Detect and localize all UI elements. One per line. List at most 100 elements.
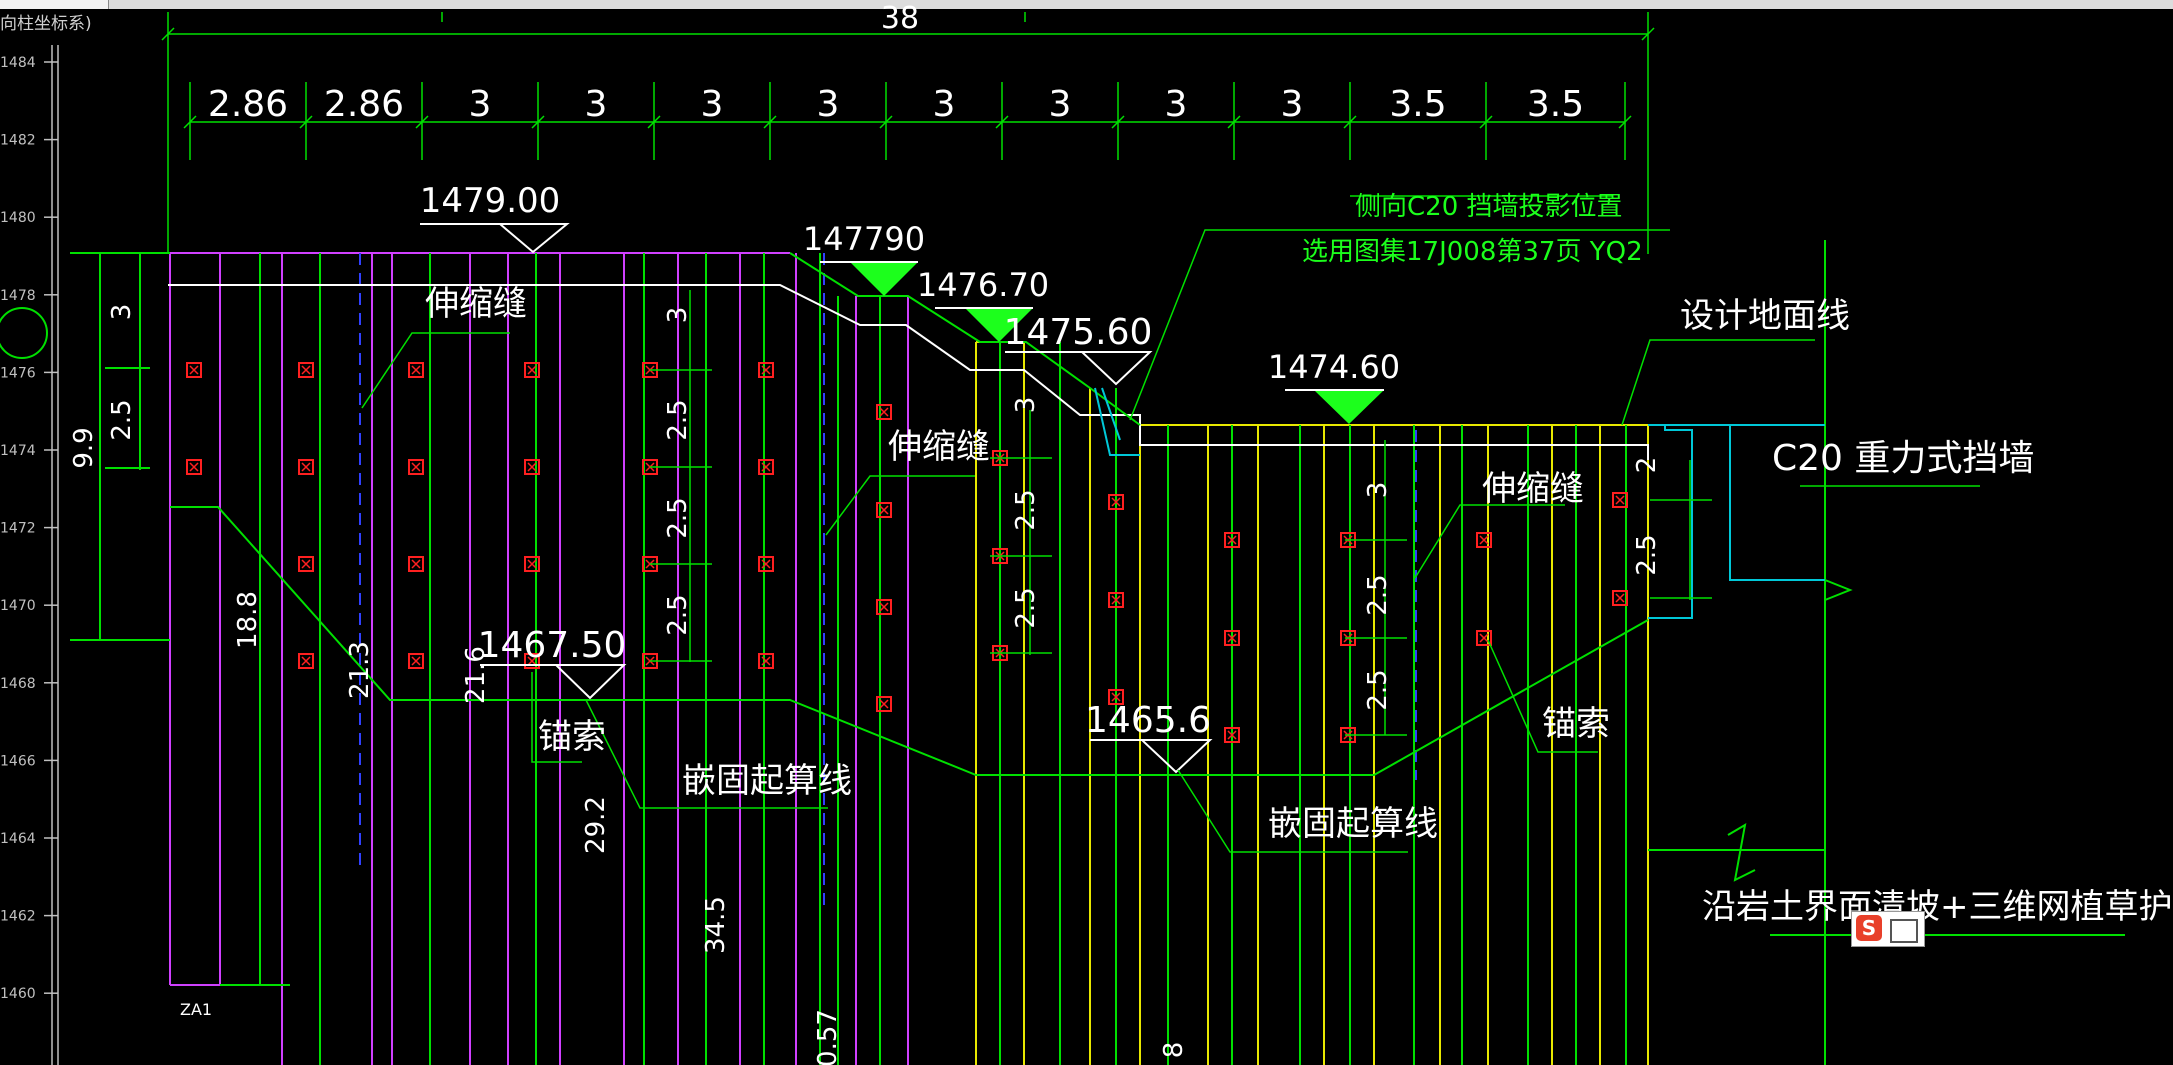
svg-text:3: 3 [107, 304, 137, 321]
anchor-marker [758, 459, 774, 475]
svg-text:0.57: 0.57 [813, 1009, 843, 1065]
anchor-marker [408, 556, 424, 572]
segment-dimension-label: 3 [1281, 84, 1304, 125]
svg-text:1465.6: 1465.6 [1085, 700, 1211, 741]
pile-row-right [975, 341, 1649, 1065]
svg-text:2.5: 2.5 [663, 497, 693, 538]
svg-text:2.5: 2.5 [1363, 574, 1393, 615]
design-ground-line [168, 284, 1649, 460]
window-top-bar [0, 0, 2173, 9]
ruler-label: 1460 [0, 986, 36, 1002]
note-anchor-cable-2: 锚索 [1542, 704, 1610, 744]
segment-dimension-label: 3 [817, 84, 840, 125]
segment-dimension-label: 3 [933, 84, 956, 125]
svg-text:2.5: 2.5 [1632, 534, 1662, 575]
svg-text:3: 3 [1011, 397, 1041, 414]
note-slope-protection: 沿岩土界面清坡+三维网植草护坡 [1702, 887, 2173, 927]
elevation-marker-147790: 147790 [803, 220, 925, 296]
note-anchor-cable-1: 锚索 [538, 717, 606, 757]
svg-text:2.5: 2.5 [107, 399, 137, 440]
expansion-joint-lines [359, 253, 1417, 910]
note-retaining-projection: 侧向C20 挡墙投影位置 [1355, 192, 1623, 222]
svg-text:1479.00: 1479.00 [420, 181, 561, 221]
note-embed-line-2: 嵌固起算线 [1268, 804, 1438, 844]
note-gravity-wall: C20 重力式挡墙 [1772, 438, 2034, 479]
segment-dimensions [183, 82, 1632, 160]
elevation-marker-1474: 1474.60 [1268, 348, 1400, 424]
segment-dimension-label: 3 [469, 84, 492, 125]
ruler-label: 1472 [0, 521, 36, 537]
ruler-label: 1462 [0, 909, 36, 925]
segment-dimension-label: 2.86 [324, 84, 404, 125]
ruler-label: 1474 [0, 443, 36, 459]
toolbar-tab[interactable] [0, 0, 109, 9]
sogou-input-icon[interactable]: S [1851, 911, 1925, 947]
svg-text:2.5: 2.5 [663, 594, 693, 635]
pile-row-left [169, 252, 909, 1065]
grid-icon [1890, 919, 1918, 943]
elevation-ruler [44, 45, 59, 1065]
ruler-label: 1464 [0, 831, 36, 847]
anchor-marker [298, 653, 314, 669]
svg-text:34.5: 34.5 [701, 896, 731, 954]
segment-dimension-label: 3 [1165, 84, 1188, 125]
ruler-label: 1466 [0, 753, 36, 769]
anchor-marker [1612, 590, 1628, 606]
vertical-dimension-labels: 3 2.5 9.9 18.8 21.3 21.6 29.2 34.5 0.57 … [69, 304, 1662, 1065]
note-expansion-joint-2: 伸缩缝 [888, 427, 990, 467]
svg-text:21.3: 21.3 [345, 641, 375, 699]
pile-tag: ZA1 [180, 1000, 212, 1019]
anchor-marker [408, 653, 424, 669]
gravity-wall [1094, 387, 1825, 619]
overall-dimension [161, 12, 1655, 254]
svg-text:18.8: 18.8 [233, 591, 263, 649]
anchor-marker [298, 362, 314, 378]
note-expansion-joint-3: 伸缩缝 [1482, 469, 1584, 509]
segment-dimension-label: 3.5 [1527, 84, 1584, 125]
elevation-marker-1465: 1465.6 [1085, 700, 1213, 774]
elevation-marker-1476: 1476.70 [917, 266, 1049, 342]
pile-green-lines [70, 252, 881, 1065]
anchor-marker [408, 459, 424, 475]
elevation-marker-1479: 1479.00 [420, 181, 570, 254]
svg-text:2.5: 2.5 [1363, 669, 1393, 710]
anchor-marker [758, 556, 774, 572]
svg-text:2.5: 2.5 [663, 399, 693, 440]
note-design-ground: 设计地面线 [1680, 296, 1850, 336]
svg-text:1467.50: 1467.50 [478, 625, 627, 666]
note-embed-line-1: 嵌固起算线 [682, 761, 852, 801]
svg-text:2.5: 2.5 [1011, 587, 1041, 628]
anchor-marker [298, 556, 314, 572]
svg-text:3: 3 [1363, 482, 1393, 499]
svg-text:2: 2 [1632, 457, 1662, 474]
anchor-marker [758, 362, 774, 378]
svg-text:8: 8 [1159, 1042, 1189, 1059]
elevation-marker-1475: 1475.60 [1004, 312, 1153, 386]
svg-text:147790: 147790 [803, 220, 925, 258]
svg-text:2.5: 2.5 [1011, 489, 1041, 530]
note-atlas-reference: 选用图集17J008第37页 YQ2 [1302, 237, 1643, 267]
anchor-marker [186, 459, 202, 475]
sogou-s-icon: S [1856, 915, 1882, 941]
svg-text:1476.70: 1476.70 [917, 266, 1049, 304]
anchor-marker [186, 362, 202, 378]
anchor-marker [758, 653, 774, 669]
anchor-marker [1612, 492, 1628, 508]
svg-text:1474.60: 1474.60 [1268, 348, 1400, 386]
anchor-spacing-dims [689, 290, 1691, 735]
grid-bubble [0, 307, 48, 359]
note-expansion-joint-1: 伸缩缝 [425, 284, 527, 324]
segment-dimension-label: 3 [1049, 84, 1072, 125]
right-green-lines [999, 240, 2125, 1065]
svg-text:1475.60: 1475.60 [1004, 312, 1153, 353]
svg-text:21.6: 21.6 [461, 646, 491, 704]
svg-text:9.9: 9.9 [69, 427, 99, 468]
ruler-label: 1476 [0, 365, 36, 381]
anchor-marker [408, 362, 424, 378]
ruler-label: 1482 [0, 133, 36, 149]
segment-dimension-label: 3.5 [1389, 84, 1446, 125]
segment-dimension-label: 2.86 [208, 84, 288, 125]
ruler-label: 1484 [0, 55, 36, 71]
